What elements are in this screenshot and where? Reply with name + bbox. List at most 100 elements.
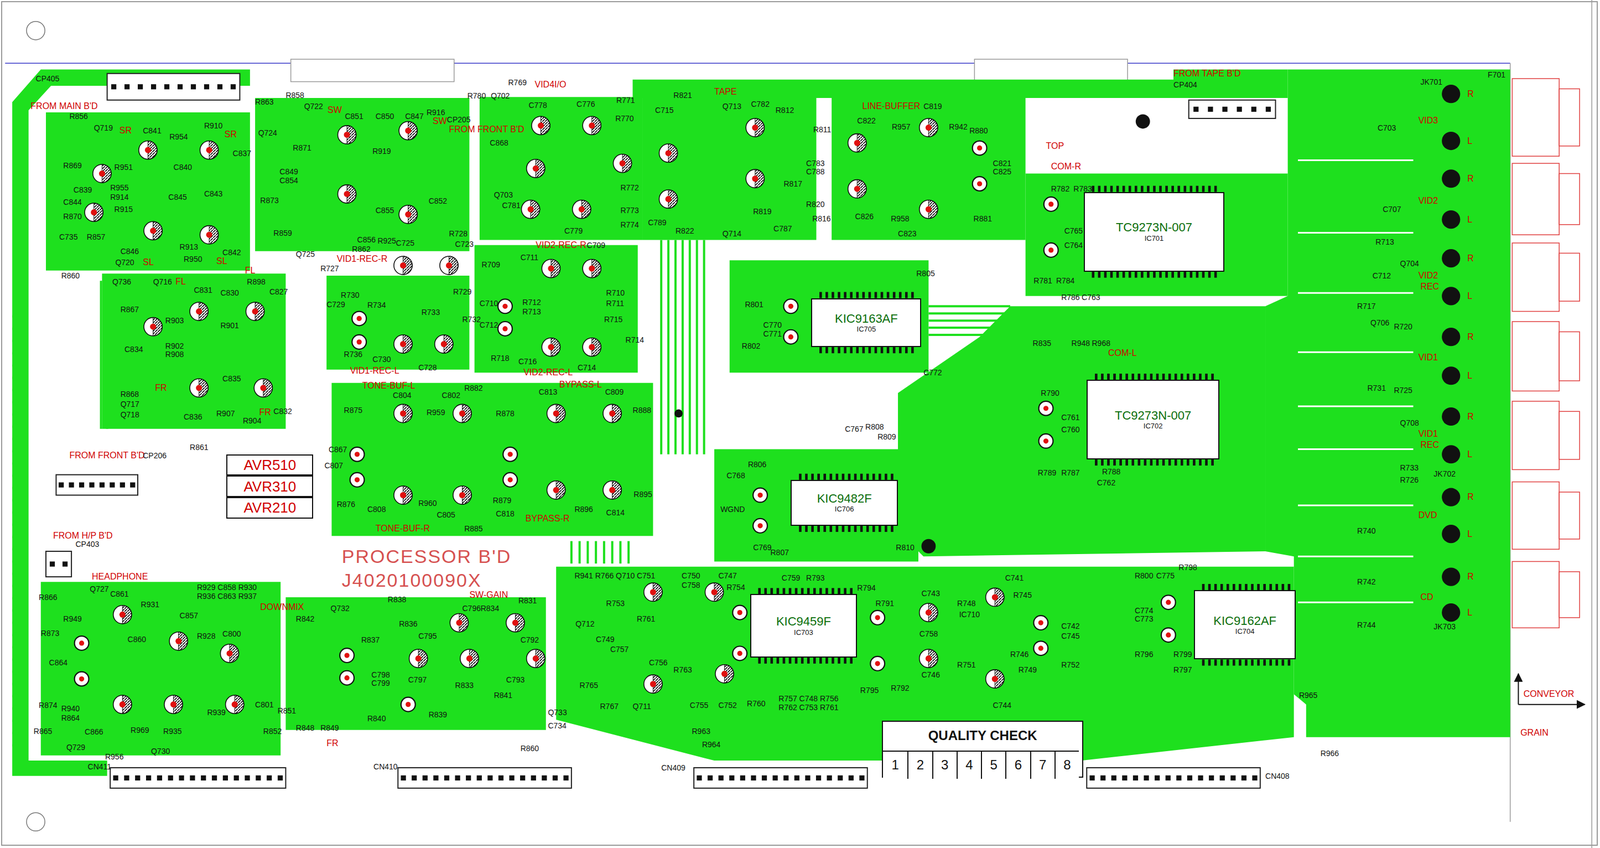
edge-pad [12,619,19,626]
connector-pin [112,775,118,781]
small-capacitor [732,645,747,661]
ic-pin [880,291,884,298]
solder-pad [665,149,672,157]
ic-pin [776,587,780,594]
board-notch [974,59,1128,82]
ic-pin [1238,583,1242,590]
ic-pin [1186,373,1190,380]
electrolytic-capacitor [582,337,601,356]
ic-pin [890,525,894,532]
component-label: R765 [579,681,599,689]
jack-outline [1559,571,1580,618]
signal-label: SW [327,105,342,115]
connector-pin [164,84,170,90]
electrolytic-capacitor [643,582,663,601]
component-label: R772 [620,183,639,192]
signal-label: HEADPHONE [91,572,148,581]
ic-pin [807,587,810,594]
ic-pin [1287,658,1291,666]
component-label: R936 C863 R937 [196,591,257,600]
ic-pin [835,525,839,532]
ic-package: KIC9459FIC703 [750,593,858,657]
component-label: R727 [320,264,339,273]
ic-pin [1238,658,1242,666]
ic-part-number: KIC9162AF [1213,614,1277,628]
component-label: R940 [61,704,80,713]
component-label: R842 [295,614,315,623]
small-capacitor [497,298,513,314]
signal-label: COM-R [1051,162,1082,171]
connector-pin [1133,775,1139,781]
signal-label: FROM FRONT B'D [69,450,145,460]
ic-pin [1152,185,1156,192]
component-label: R807 [770,548,789,557]
ic-pin [1180,373,1184,380]
component-label: R718 [490,354,509,362]
ic-pin [1256,583,1260,590]
component-label: C778 [528,101,547,109]
table-cell: 6 [1014,757,1022,772]
connector-pin [487,775,493,781]
ic-pin [801,587,804,594]
copper-pour [642,96,817,240]
edge-pad [12,741,19,748]
solder-pad [356,315,362,321]
component-label: R748 [957,599,976,607]
ic-pin [855,291,859,298]
electrolytic-capacitor [985,669,1005,688]
component-label: C847 [404,112,424,121]
ic-pin [770,587,774,594]
component-label: R876 [336,500,356,508]
component-label: R928 [196,631,216,640]
edge-pad [12,337,19,344]
component-label: R931 [141,600,160,609]
solder-pad [925,124,932,131]
connector-pin [79,481,85,487]
ic-pin [886,346,890,353]
ic-pin [854,473,857,480]
ic-pin [862,346,866,353]
component-label: C716 [518,357,537,366]
component-label: R805 [916,269,935,278]
solder-pad [344,674,350,680]
component-label: C764 [1064,241,1083,249]
solder-pad [1165,632,1171,638]
ic-pin [795,587,798,594]
component-label: C861 [110,589,129,598]
edge-pad [12,423,19,430]
small-capacitor [870,610,885,625]
connector-pin [837,775,843,781]
ic-pin [813,587,817,594]
component-label: R745 [1013,590,1032,599]
solder-pad [609,486,616,493]
component-label: C730 [372,355,391,363]
solder-pad [507,451,513,457]
small-capacitor [350,472,365,487]
ic-part-number: KIC9163AF [834,312,898,326]
component-label: Q719 [94,123,113,132]
component-label: C772 [923,368,942,377]
edge-pad [12,631,19,638]
component-label: C827 [269,287,288,296]
solder-pad [875,660,881,666]
component-label: C813 [538,387,558,396]
ic-pin [880,346,884,353]
small-capacitor [1043,242,1059,258]
edge-pad [12,704,19,711]
connector-pin [134,775,140,781]
ic-pin [770,657,774,664]
signal-label: REC [1420,282,1440,292]
ic-pin [1144,459,1147,466]
component-label: R790 [1040,388,1059,397]
solder-pad [344,131,351,138]
component-label: Q713 [722,102,742,111]
component-label: R729 [453,287,472,296]
solder-pad [527,206,534,213]
component-label: C802 [442,391,461,399]
ic-pin [788,657,792,664]
signal-label: VID1-REC-L [350,366,400,376]
ic-pin [1183,271,1187,278]
component-label: R821 [673,91,692,100]
connector-pin [1111,775,1117,781]
ic-pin [817,525,820,532]
